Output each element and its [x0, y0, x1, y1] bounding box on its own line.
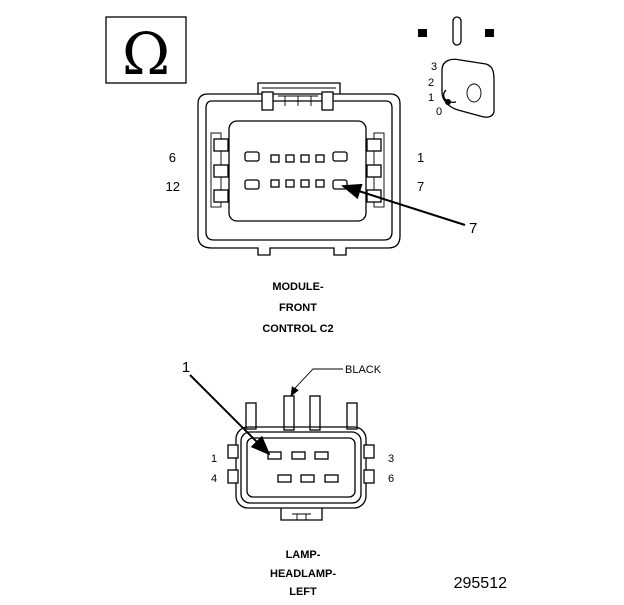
lamp-caption-line-3: LEFT — [289, 586, 317, 598]
lamp-callout-arrow — [189, 374, 271, 456]
lamp-cavity-row-top — [267, 451, 329, 460]
module-connector-housing — [197, 93, 401, 256]
module-caption-line-1: MODULE- — [272, 281, 324, 293]
lamp-connector-housing — [235, 426, 367, 509]
wire-color-label: BLACK — [345, 364, 382, 376]
module-cavity-row-top — [244, 151, 348, 163]
lamp-connector: 1 4 3 6 1 BLACK LAMP- HEADLAMP- LEFT — [182, 359, 394, 598]
lamp-label-6: 6 — [388, 473, 394, 485]
module-caption-line-3: CONTROL C2 — [262, 323, 333, 335]
module-caption-line-2: FRONT — [279, 302, 317, 314]
lamp-callout-label: 1 — [182, 359, 190, 376]
module-callout-arrow — [341, 183, 466, 226]
lamp-caption-line-2: HEADLAMP- — [270, 568, 336, 580]
lamp-wire-lead — [283, 395, 295, 431]
ignition-key-icon: 3 2 1 0 — [418, 16, 495, 118]
module-label-12: 12 — [166, 179, 180, 194]
lamp-label-3: 3 — [388, 453, 394, 465]
lamp-label-1: 1 — [211, 453, 217, 465]
key-position-0: 0 — [436, 106, 442, 118]
key-position-3: 3 — [431, 61, 437, 73]
key-position-1: 1 — [428, 92, 434, 104]
module-cavity-row-bottom — [244, 179, 348, 190]
module-label-7: 7 — [417, 179, 424, 194]
ohm-symbol: Ω — [122, 20, 170, 88]
lamp-cavity-row-bottom — [277, 474, 339, 483]
ohm-symbol-box: Ω — [105, 16, 187, 88]
module-label-1: 1 — [417, 150, 424, 165]
module-connector-c2: 6 12 1 7 7 MODULE- FRONT CONTROL C2 — [166, 82, 477, 335]
figure-number: 295512 — [454, 575, 507, 592]
module-connector-face — [228, 120, 367, 222]
lamp-caption-line-1: LAMP- — [286, 549, 321, 561]
lamp-label-4: 4 — [211, 473, 217, 485]
module-callout-label: 7 — [469, 220, 477, 237]
module-label-6: 6 — [169, 150, 176, 165]
module-connector-latch — [257, 82, 341, 94]
key-position-2: 2 — [428, 77, 434, 89]
lamp-connector-face — [246, 437, 356, 498]
